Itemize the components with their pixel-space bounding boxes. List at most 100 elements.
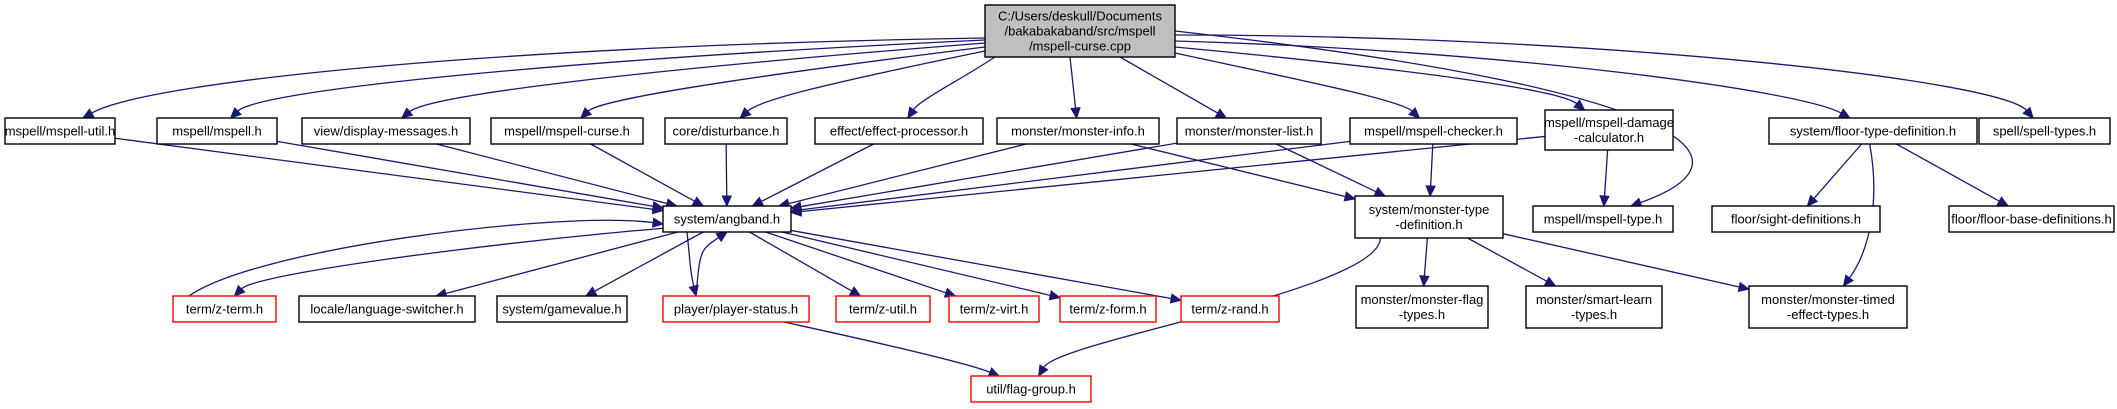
edge-line	[686, 231, 695, 287]
node-sight-definitions[interactable]: floor/sight-definitions.h	[1711, 205, 1881, 233]
edge-line	[765, 231, 947, 294]
node-box	[1354, 195, 1504, 239]
node-disturbance[interactable]: core/disturbance.h	[664, 117, 788, 145]
node-mspell-checker[interactable]: mspell/mspell-checker.h	[1349, 117, 1518, 145]
edge-arrowhead	[1169, 293, 1183, 304]
node-label: term/z-virt.h	[960, 302, 1029, 317]
edge-root-to-mspell-checker	[1174, 52, 1421, 119]
node-box	[1768, 117, 1978, 145]
edge-arrowhead	[739, 107, 752, 119]
edge-line	[237, 39, 986, 112]
node-floor-type-definition[interactable]: system/floor-type-definition.h	[1768, 117, 1978, 145]
node-z-rand[interactable]: term/z-rand.h	[1180, 295, 1280, 323]
edge-angband-to-z-rand	[790, 229, 1183, 304]
node-mspell-util[interactable]: mspell/mspell-util.h	[4, 117, 116, 145]
node-display-messages[interactable]: view/display-messages.h	[301, 117, 471, 145]
node-label: term/z-util.h	[849, 302, 917, 317]
edge-line	[1275, 143, 1377, 193]
node-box	[662, 205, 792, 233]
edge-arrowhead	[1573, 99, 1586, 111]
node-mspell-curse[interactable]: mspell/mspell-curse.h	[490, 117, 644, 145]
node-monster-info[interactable]: monster/monster-info.h	[996, 117, 1160, 145]
edge-line	[1174, 52, 1413, 112]
node-label: spell/spell-types.h	[1993, 124, 2096, 139]
node-label: -calculator.h	[1574, 130, 1644, 145]
node-label: term/z-form.h	[1069, 302, 1146, 317]
node-label: effect/effect-processor.h	[830, 124, 968, 139]
edge-root-to-spell-types	[1174, 34, 2034, 119]
edge-arrowhead	[1543, 276, 1557, 287]
edge-monster-type-definition-to-monster-flag-types	[1419, 237, 1430, 288]
node-floor-base-definitions[interactable]: floor/floor-base-definitions.h	[1948, 205, 2115, 233]
edge-mspell-damage-calculator-to-angband	[789, 135, 1546, 217]
node-label: system/floor-type-definition.h	[1790, 124, 1956, 139]
node-box	[814, 117, 984, 145]
edge-root-to-monster-list	[1119, 56, 1228, 119]
edge-line	[695, 237, 720, 297]
node-language-switcher[interactable]: locale/language-switcher.h	[298, 295, 476, 323]
edge-line	[1423, 237, 1429, 277]
edge-arrowhead	[1806, 194, 1819, 207]
edge-line	[1429, 143, 1434, 187]
edge-arrowhead	[584, 286, 598, 297]
node-root: C:/Users/deskull/Documents/bakabakaband/…	[984, 4, 1176, 58]
node-box	[1532, 205, 1674, 233]
edge-arrowhead	[233, 284, 246, 297]
edge-line	[912, 56, 996, 111]
edge-arrowhead	[1070, 106, 1081, 120]
node-monster-list[interactable]: monster/monster-list.h	[1176, 117, 1322, 145]
node-spell-types[interactable]: spell/spell-types.h	[1978, 117, 2111, 145]
edge-mspell-to-angband	[276, 140, 665, 212]
edge-arrowhead	[1737, 281, 1751, 293]
node-label: locale/language-switcher.h	[310, 302, 463, 317]
node-monster-flag-types[interactable]: monster/monster-flag-types.h	[1355, 285, 1489, 329]
edge-arrowhead	[651, 217, 665, 228]
node-mspell-type[interactable]: mspell/mspell-type.h	[1532, 205, 1674, 233]
node-box	[1059, 295, 1157, 323]
edge-line	[184, 219, 654, 301]
edge-angband-to-z-util	[749, 231, 862, 297]
node-monster-timed-effect-types[interactable]: monster/monster-timed-effect-types.h	[1748, 285, 1908, 329]
node-box	[496, 295, 628, 323]
edge-player-status-to-flag-group	[783, 321, 1001, 377]
edge-root-to-floor-type-definition	[1174, 40, 1851, 119]
edge-mspell-damage-calculator-to-mspell-type	[1599, 149, 1610, 208]
edge-line	[91, 37, 986, 114]
edge-arrowhead	[81, 108, 95, 119]
node-z-virt[interactable]: term/z-virt.h	[948, 295, 1040, 323]
edge-root-to-disturbance	[739, 50, 986, 119]
edge-line	[783, 321, 991, 373]
node-angband[interactable]: system/angband.h	[662, 205, 792, 233]
node-effect-processor[interactable]: effect/effect-processor.h	[814, 117, 984, 145]
node-mspell-damage-calculator[interactable]: mspell/mspell-damage-calculator.h	[1544, 109, 1674, 151]
node-box	[1711, 205, 1881, 233]
node-box	[1948, 205, 2115, 233]
node-label: mspell/mspell-util.h	[5, 124, 116, 139]
edge-arrowhead	[751, 196, 765, 207]
node-mspell[interactable]: mspell/mspell.h	[156, 117, 278, 145]
edge-arrowhead	[1425, 185, 1436, 198]
node-z-term[interactable]: term/z-term.h	[172, 295, 277, 323]
node-box	[1349, 117, 1518, 145]
edge-arrowhead	[1599, 195, 1610, 208]
node-label: mspell/mspell.h	[172, 124, 262, 139]
node-label: term/z-rand.h	[1191, 302, 1268, 317]
edge-root-to-display-messages	[400, 42, 986, 119]
node-z-util[interactable]: term/z-util.h	[835, 295, 931, 323]
node-box	[835, 295, 931, 323]
node-box	[1355, 285, 1489, 329]
edge-arrowhead	[789, 206, 802, 217]
edge-arrowhead	[1343, 191, 1357, 202]
node-box	[948, 295, 1040, 323]
node-z-form[interactable]: term/z-form.h	[1059, 295, 1157, 323]
node-flag-group[interactable]: util/flag-group.h	[970, 375, 1092, 403]
node-smart-learn-types[interactable]: monster/smart-learn-types.h	[1525, 285, 1663, 329]
node-box	[1978, 117, 2111, 145]
node-gamevalue[interactable]: system/gamevalue.h	[496, 295, 628, 323]
edge-floor-type-definition-to-sight-definitions	[1806, 143, 1863, 207]
node-monster-type-definition[interactable]: system/monster-type-definition.h	[1354, 195, 1504, 239]
node-label: /mspell-curse.cpp	[1029, 39, 1131, 54]
edge-mspell-util-to-angband	[114, 137, 665, 215]
node-player-status[interactable]: player/player-status.h	[662, 295, 810, 323]
